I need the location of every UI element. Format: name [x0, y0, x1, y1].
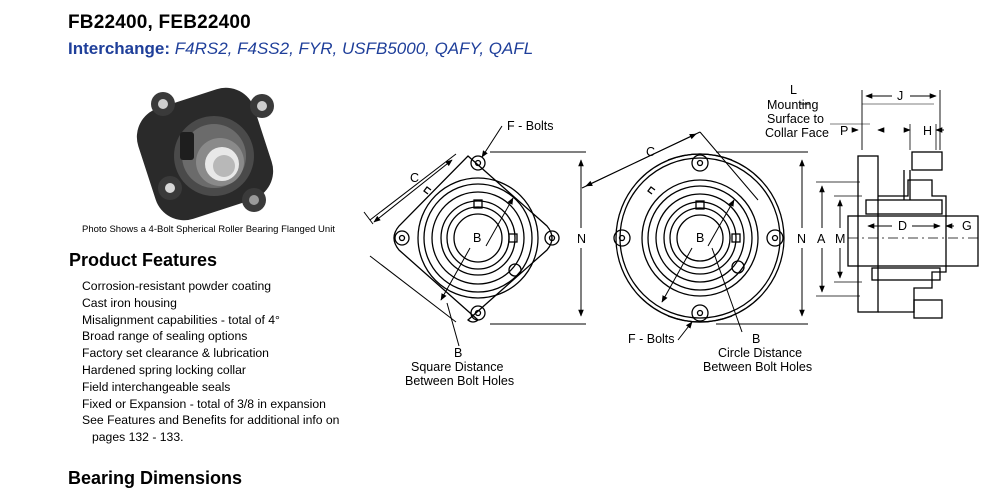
h-label: H	[923, 124, 932, 138]
feature-item: Fixed or Expansion - total of 3/8 in exp…	[82, 396, 326, 411]
square-flange-drawing	[363, 125, 586, 347]
feature-item: Corrosion-resistant powder coating	[82, 279, 271, 293]
mount-caption-2: Surface to	[767, 112, 824, 126]
dimensions-heading: Bearing Dimensions	[68, 468, 243, 488]
circle-caption-1: Circle Distance	[718, 346, 802, 360]
b-label-round: B	[696, 231, 704, 245]
dimension-drawing: F - Bolts C N B B Square Distance Betwee…	[363, 83, 979, 388]
n-label-square: N	[577, 232, 586, 246]
l-label: L	[790, 83, 797, 97]
feature-item: Hardened spring locking collar	[82, 362, 246, 377]
b-label-round-bottom: B	[752, 332, 760, 346]
mount-caption-3: Collar Face	[765, 126, 829, 140]
f-bolts-label-round: F - Bolts	[628, 332, 675, 346]
interchange-label: Interchange:	[68, 39, 171, 58]
square-caption-2: Between Bolt Holes	[405, 374, 514, 388]
feature-item: Factory set clearance & lubrication	[82, 346, 269, 361]
j-label: J	[897, 89, 903, 103]
p-label: P	[840, 124, 848, 138]
photo-caption: Photo Shows a 4-Bolt Spherical Roller Be…	[82, 224, 335, 235]
round-flange-drawing	[581, 131, 808, 341]
features-heading: Product Features	[69, 250, 218, 270]
b-label-square: B	[473, 231, 481, 245]
circle-caption-2: Between Bolt Holes	[703, 360, 812, 374]
bearing-photo	[130, 82, 280, 222]
feature-note-line2: pages 132 - 133.	[92, 430, 184, 445]
b-label-square-bottom: B	[454, 346, 462, 360]
n-label-round: N	[797, 232, 806, 246]
f-bolts-label-square: F - Bolts	[507, 119, 554, 133]
c-label-round: C	[646, 145, 655, 159]
feature-item: Broad range of sealing options	[82, 329, 248, 344]
feature-note: See Features and Benefits for additional…	[82, 412, 339, 446]
c-label-square: C	[410, 171, 419, 185]
page-title: FB22400, FEB22400	[68, 12, 251, 33]
feature-item: Field interchangeable seals	[82, 379, 231, 394]
side-view-drawing	[800, 90, 979, 319]
interchange-line: Interchange: F4RS2, F4SS2, FYR, USFB5000…	[68, 39, 533, 59]
m-label: M	[835, 232, 845, 246]
a-label: A	[817, 232, 826, 246]
feature-item: Cast iron housing	[82, 295, 177, 310]
square-caption-1: Square Distance	[411, 360, 503, 374]
feature-item: Misalignment capabilities - total of 4°	[82, 312, 280, 327]
interchange-value: F4RS2, F4SS2, FYR, USFB5000, QAFY, QAFL	[174, 39, 534, 58]
mount-caption-1: Mounting	[767, 98, 818, 112]
feature-note-line1: See Features and Benefits for additional…	[82, 413, 340, 428]
features-list: Corrosion-resistant powder coating Cast …	[82, 278, 339, 446]
d-label: D	[898, 219, 907, 233]
g-label: G	[962, 219, 972, 233]
